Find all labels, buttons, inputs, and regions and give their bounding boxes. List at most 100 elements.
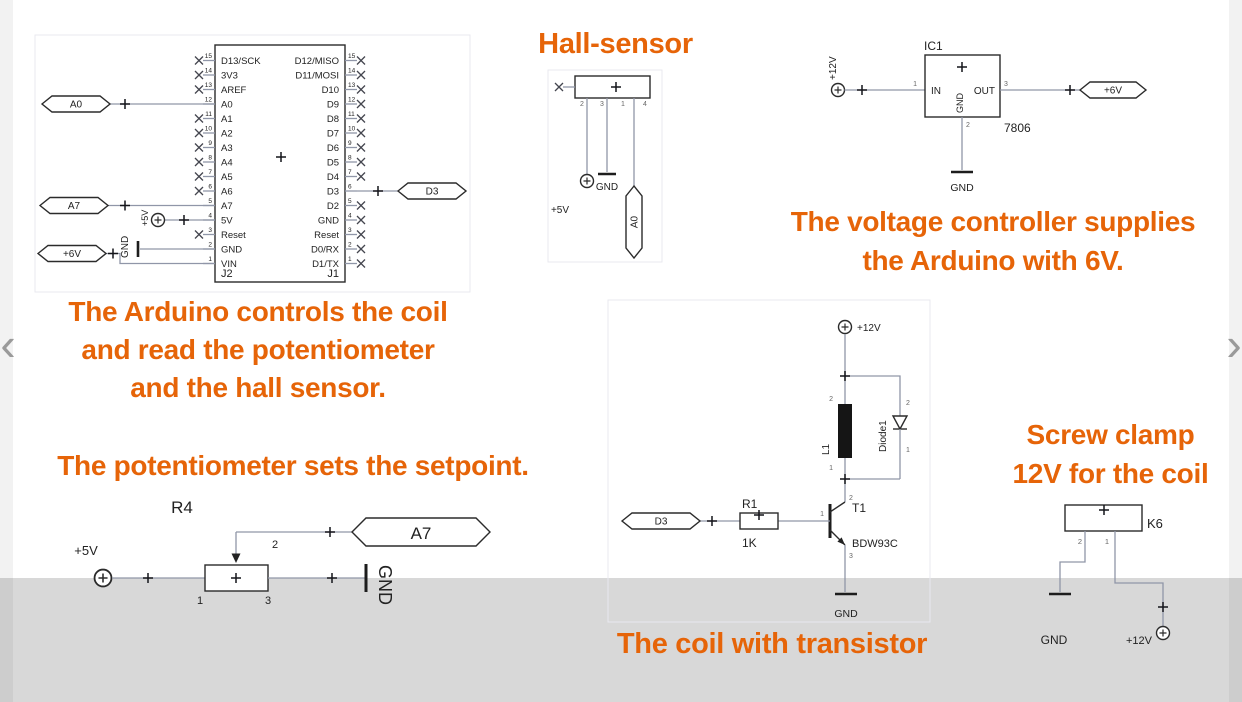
- pin-number: 10: [348, 126, 356, 133]
- nc-mark: [356, 128, 366, 138]
- pin-number: 2: [580, 101, 584, 108]
- pin-label: GND: [221, 245, 242, 256]
- pin-label: D7: [327, 129, 339, 140]
- nc-mark: [194, 56, 204, 65]
- pin-number: 1: [348, 256, 352, 263]
- svg-text:+6V: +6V: [1104, 86, 1122, 97]
- junction-cross-icon: [119, 199, 131, 212]
- coil-body: [838, 404, 852, 458]
- pin-number: 1: [906, 447, 910, 454]
- pin-number: 1: [913, 81, 917, 88]
- junction-cross-icon: [1064, 84, 1076, 96]
- previous-arrow-icon[interactable]: ‹: [0, 318, 16, 370]
- net-flag-d3: D3: [396, 182, 468, 200]
- nc-mark: [194, 128, 204, 138]
- pin-label: 3V3: [221, 71, 238, 82]
- component-ref-pot: R4: [171, 498, 193, 517]
- svg-text:A0: A0: [630, 215, 641, 228]
- nc-mark: [356, 201, 366, 210]
- net-flag-a0: A0: [40, 95, 112, 113]
- component-ref-clamp: K6: [1147, 516, 1163, 531]
- junction-cross-icon: [324, 526, 336, 538]
- coil-transistor-schematic: +12V L1 2 1 Diode1 2 1: [607, 299, 931, 623]
- pin-label: D10: [322, 85, 339, 96]
- pin-label: A2: [221, 129, 233, 140]
- pin-number: 2: [829, 396, 833, 403]
- ground-label: GND: [834, 608, 858, 620]
- transistor-symbol: [828, 501, 846, 546]
- component-value: 7806: [1004, 121, 1031, 135]
- pin-number: 3: [1004, 81, 1008, 88]
- supply-circle-icon: [830, 82, 846, 98]
- pin-label: 5V: [221, 216, 233, 227]
- pin-name-in: IN: [931, 86, 941, 97]
- junction-cross-icon: [839, 473, 851, 485]
- nc-mark: [356, 85, 366, 94]
- pin-label: A0: [221, 100, 233, 111]
- pin-label: A3: [221, 143, 233, 154]
- pin-number: 1: [1105, 537, 1109, 546]
- nc-mark: [356, 99, 366, 109]
- regulator-schematic: +12V 1 IC1 IN OUT GND 3 2 7806 +6V GND: [828, 39, 1148, 194]
- pin-label: D6: [327, 143, 339, 154]
- svg-text:D3: D3: [655, 517, 668, 528]
- caption-line: the Arduino with 6V.: [862, 245, 1124, 276]
- supply-label-5v: +5V: [551, 205, 569, 216]
- pin-number: 3: [348, 227, 352, 234]
- pin-number: 7: [208, 169, 212, 176]
- pin-number: 2: [906, 400, 910, 407]
- nc-mark: [356, 56, 366, 65]
- ground-label: GND: [596, 182, 618, 193]
- supply-circle-icon: [93, 568, 113, 588]
- nc-mark: [194, 143, 204, 152]
- pin-number: 5: [348, 198, 352, 205]
- component-ref-diode: Diode1: [878, 420, 889, 452]
- junction-cross-icon: [142, 572, 154, 584]
- junction-cross-icon: [119, 98, 131, 110]
- supply-label-5v: +5V: [140, 210, 150, 226]
- pin-number: 14: [205, 68, 213, 75]
- nc-mark: [194, 157, 204, 167]
- caption-line: and the hall sensor.: [130, 372, 386, 403]
- svg-text:A7: A7: [411, 524, 432, 543]
- pin-label: A1: [221, 114, 233, 125]
- nc-mark: [356, 244, 366, 254]
- wire: [845, 375, 901, 410]
- svg-text:+6V: +6V: [63, 249, 81, 260]
- pin-number: 14: [348, 68, 356, 75]
- clamp-caption: Screw clamp 12V for the coil: [988, 415, 1233, 493]
- pin-label: AREF: [221, 85, 247, 96]
- nc-mark: [356, 143, 366, 152]
- pin-number: 9: [208, 140, 212, 147]
- pin-name-gnd: GND: [955, 93, 965, 114]
- caption-line: 12V for the coil: [1012, 458, 1209, 489]
- hall-sensor-title: Hall-sensor: [538, 28, 693, 60]
- wire: [1114, 531, 1164, 626]
- pin-number: 3: [265, 595, 271, 607]
- pin-number: 8: [208, 155, 212, 162]
- pin-label: D5: [327, 158, 339, 169]
- caption-line: The voltage controller supplies: [790, 206, 1196, 237]
- pin-number: 4: [208, 213, 212, 220]
- next-arrow-icon[interactable]: ›: [1226, 318, 1242, 370]
- pin-number: 2: [208, 242, 212, 249]
- pin-label: A5: [221, 172, 233, 183]
- pin-number: 12: [348, 97, 356, 104]
- supply-label-12v: +12V: [1126, 635, 1153, 647]
- supply-circle-icon: [837, 319, 853, 335]
- screw-clamp-schematic: K6 2 1 GND +12V: [1041, 504, 1171, 647]
- pin-number: 2: [849, 495, 853, 502]
- junction-cross-icon: [372, 185, 384, 197]
- connector-label-j1: J1: [327, 268, 339, 280]
- potentiometer-schematic: R4 +5V 2 A7 1 3 GND: [74, 498, 491, 607]
- net-flag-6v: +6V: [36, 244, 108, 263]
- component-ref-transistor: T1: [852, 501, 866, 515]
- pin-label: A4: [221, 158, 233, 169]
- pin-number: 6: [348, 184, 352, 191]
- net-flag-a0-vertical: A0: [625, 184, 643, 260]
- pin-number: 9: [348, 140, 352, 147]
- pin-label: Reset: [221, 230, 246, 241]
- junction-cross-icon: [706, 515, 718, 527]
- nc-mark: [356, 70, 366, 80]
